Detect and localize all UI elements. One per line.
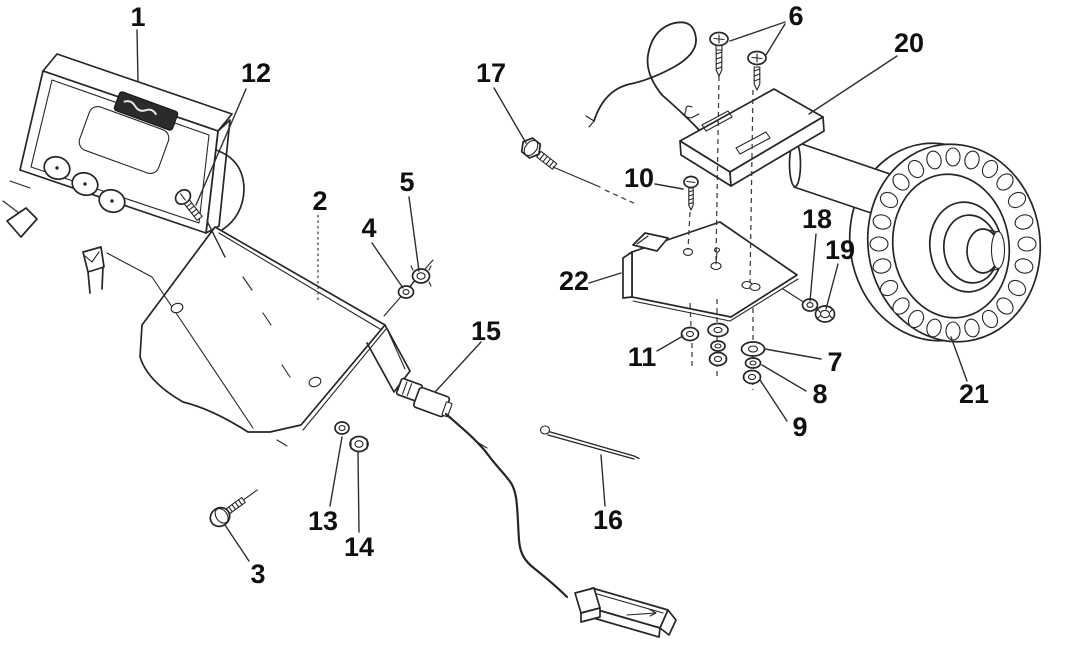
brand-label <box>113 91 179 131</box>
callout-label-7: 7 <box>827 347 842 377</box>
wheel-holes <box>869 147 1037 341</box>
mounting-screw-6b <box>747 50 767 91</box>
callout-label-12: 12 <box>241 58 271 88</box>
bracket-hole <box>308 376 322 388</box>
callout-label-22: 22 <box>559 266 589 296</box>
callout-label-8: 8 <box>812 379 827 409</box>
callout-label-21: 21 <box>959 379 989 409</box>
bracket-hole <box>170 302 184 314</box>
callout-label-6: 6 <box>788 1 803 31</box>
fastener-stack-right <box>740 341 766 385</box>
callout-label-15: 15 <box>471 316 501 346</box>
callout-labels: 1 2 3 4 5 6 7 8 9 10 11 12 13 14 15 16 1… <box>130 1 989 589</box>
cradle-knob <box>82 246 105 294</box>
callout-label-17: 17 <box>476 58 506 88</box>
sensor-cable <box>585 21 720 154</box>
leader-lines <box>136 21 968 562</box>
inline-cable-connector <box>395 377 569 599</box>
callout-label-14: 14 <box>344 532 374 562</box>
hex-bolt-3 <box>209 489 258 528</box>
callout-label-10: 10 <box>624 163 654 193</box>
harness-cable <box>444 412 569 599</box>
cable-tie <box>539 425 640 460</box>
sensor-wheel <box>866 143 1042 343</box>
plug-arrow <box>626 608 657 617</box>
corner-nuts-18-19 <box>801 298 836 323</box>
callout-label-11: 11 <box>628 342 657 372</box>
console-thumb-screw <box>174 189 203 221</box>
cable-clamp-nuts <box>334 421 369 453</box>
callout-label-9: 9 <box>792 412 807 442</box>
washer-and-nut <box>383 259 434 317</box>
callout-label-16: 16 <box>593 505 623 535</box>
cable-end-fray <box>585 115 595 128</box>
cable-clip <box>684 105 700 119</box>
callout-label-1: 1 <box>130 2 145 32</box>
callout-label-20: 20 <box>894 28 924 58</box>
callout-label-19: 19 <box>825 235 855 265</box>
fastener-stack-left <box>707 322 729 367</box>
monitor-console <box>19 53 233 234</box>
sensor-angle-bracket <box>622 221 806 322</box>
hex-nut-11 <box>680 326 700 342</box>
mounting-screw-6a <box>709 31 729 77</box>
cover-slot <box>701 110 733 132</box>
callout-label-18: 18 <box>802 204 832 234</box>
callout-label-4: 4 <box>361 213 376 243</box>
callout-label-2: 2 <box>312 186 327 216</box>
callout-label-3: 3 <box>250 559 265 589</box>
bracket-plate <box>139 226 386 433</box>
callout-label-5: 5 <box>399 167 414 197</box>
hex-bolt-17 <box>520 137 639 206</box>
bracket-tab <box>632 232 669 252</box>
mounting-bracket <box>2 149 411 447</box>
cover-slot <box>735 131 771 155</box>
harness-plug <box>574 587 677 638</box>
sensor-cover-plate <box>679 88 825 187</box>
console-screen <box>78 106 170 174</box>
cradle-right-ear <box>215 149 245 231</box>
cradle-left-ear <box>6 207 38 238</box>
assembly-axis-lines <box>687 75 754 390</box>
machine-screw-10 <box>683 175 699 211</box>
callout-label-13: 13 <box>308 506 338 536</box>
console-buttons <box>43 155 126 214</box>
